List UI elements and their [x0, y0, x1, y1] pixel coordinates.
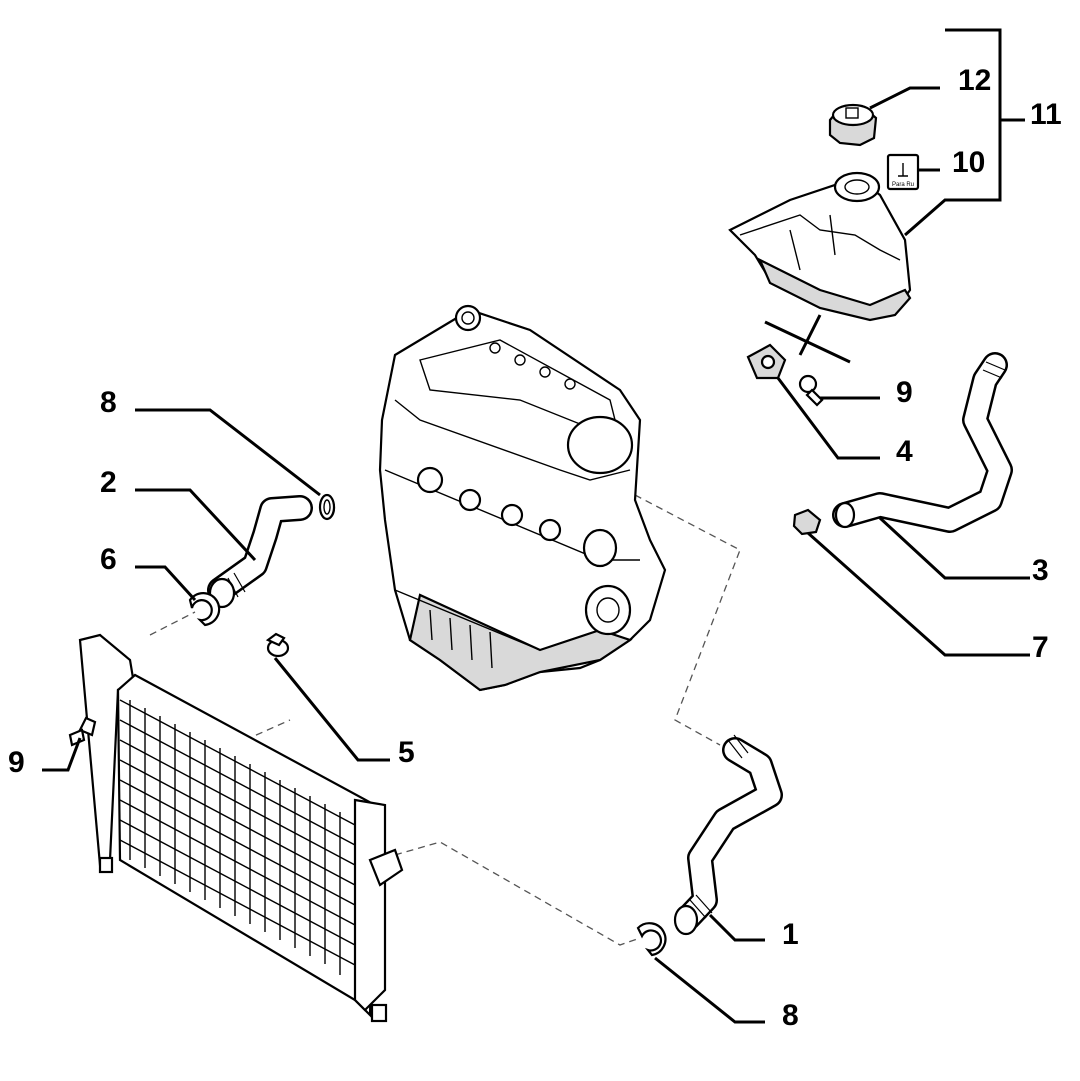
- callout-1: 1: [782, 918, 799, 951]
- callout-3: 3: [1032, 554, 1049, 587]
- connection-lines: [149, 494, 741, 946]
- engine-block: [378, 304, 667, 692]
- lower-hose: [636, 734, 783, 957]
- o-ring-8: [318, 493, 336, 521]
- callout-12: 12: [958, 64, 991, 97]
- bolt-tank: [798, 374, 824, 407]
- callout-7: 7: [1032, 631, 1049, 664]
- callout-8-bottom: 8: [782, 999, 799, 1032]
- callout-9-radiator: 9: [8, 746, 25, 779]
- warning-label: Para Ru: [886, 153, 920, 191]
- bolt-radiator: [68, 716, 97, 747]
- tank-hose: [792, 352, 1013, 536]
- callout-labels: 12 11 10 9 4 3 7 8 2 6 5 9 1 8: [8, 64, 1062, 1032]
- tank-cap: [828, 103, 878, 147]
- upper-hose: [188, 495, 336, 627]
- sensor: [746, 343, 787, 380]
- callout-4: 4: [896, 435, 913, 468]
- clamp-5: [265, 632, 290, 658]
- callout-5: 5: [398, 736, 415, 769]
- callout-6: 6: [100, 543, 117, 576]
- warning-label-text: Para Ru: [892, 182, 914, 188]
- callout-10: 10: [952, 146, 985, 179]
- callout-11: 11: [1030, 98, 1062, 131]
- leader-lines: [42, 28, 1030, 1024]
- radiator: [78, 633, 404, 1023]
- callout-9-tank: 9: [896, 376, 913, 409]
- expansion-tank: [728, 171, 912, 322]
- callout-2: 2: [100, 466, 117, 499]
- callout-8-top: 8: [100, 386, 117, 419]
